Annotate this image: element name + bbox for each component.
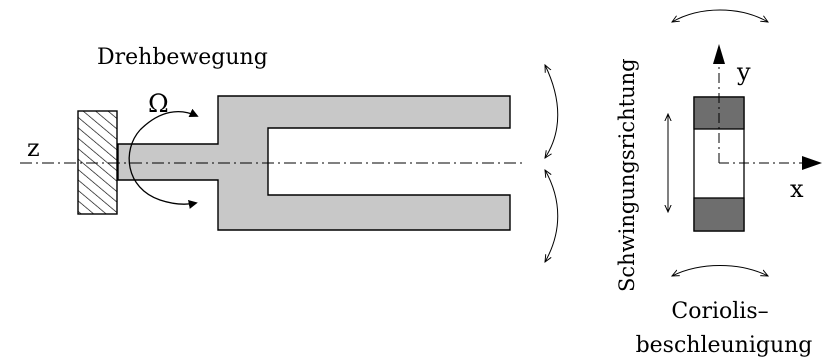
y-axis-label: y [736,58,751,86]
oscillation-label: Schwingungsrichtung [615,58,639,292]
x-axis-arrowhead [802,156,822,170]
oscillation-arc-lower [545,170,559,262]
z-axis-label: z [27,134,40,162]
y-axis-arrowhead [713,44,725,64]
coriolis-label-line2: beschleunigung [636,333,813,358]
coriolis-arc-bottom [672,265,768,277]
coriolis-label-line1: Coriolis– [671,299,768,324]
tuning-fork [117,95,511,231]
rotation-arrow-top [139,108,199,131]
rotation-label: Drehbewegung [97,45,268,70]
oscillation-arc-upper [545,65,559,158]
x-axis-label: x [790,175,804,203]
rotation-arrow-bottom [128,129,198,209]
omega-label: Ω [148,89,169,118]
lower-mass [693,197,745,232]
coriolis-arc-top [672,9,768,22]
